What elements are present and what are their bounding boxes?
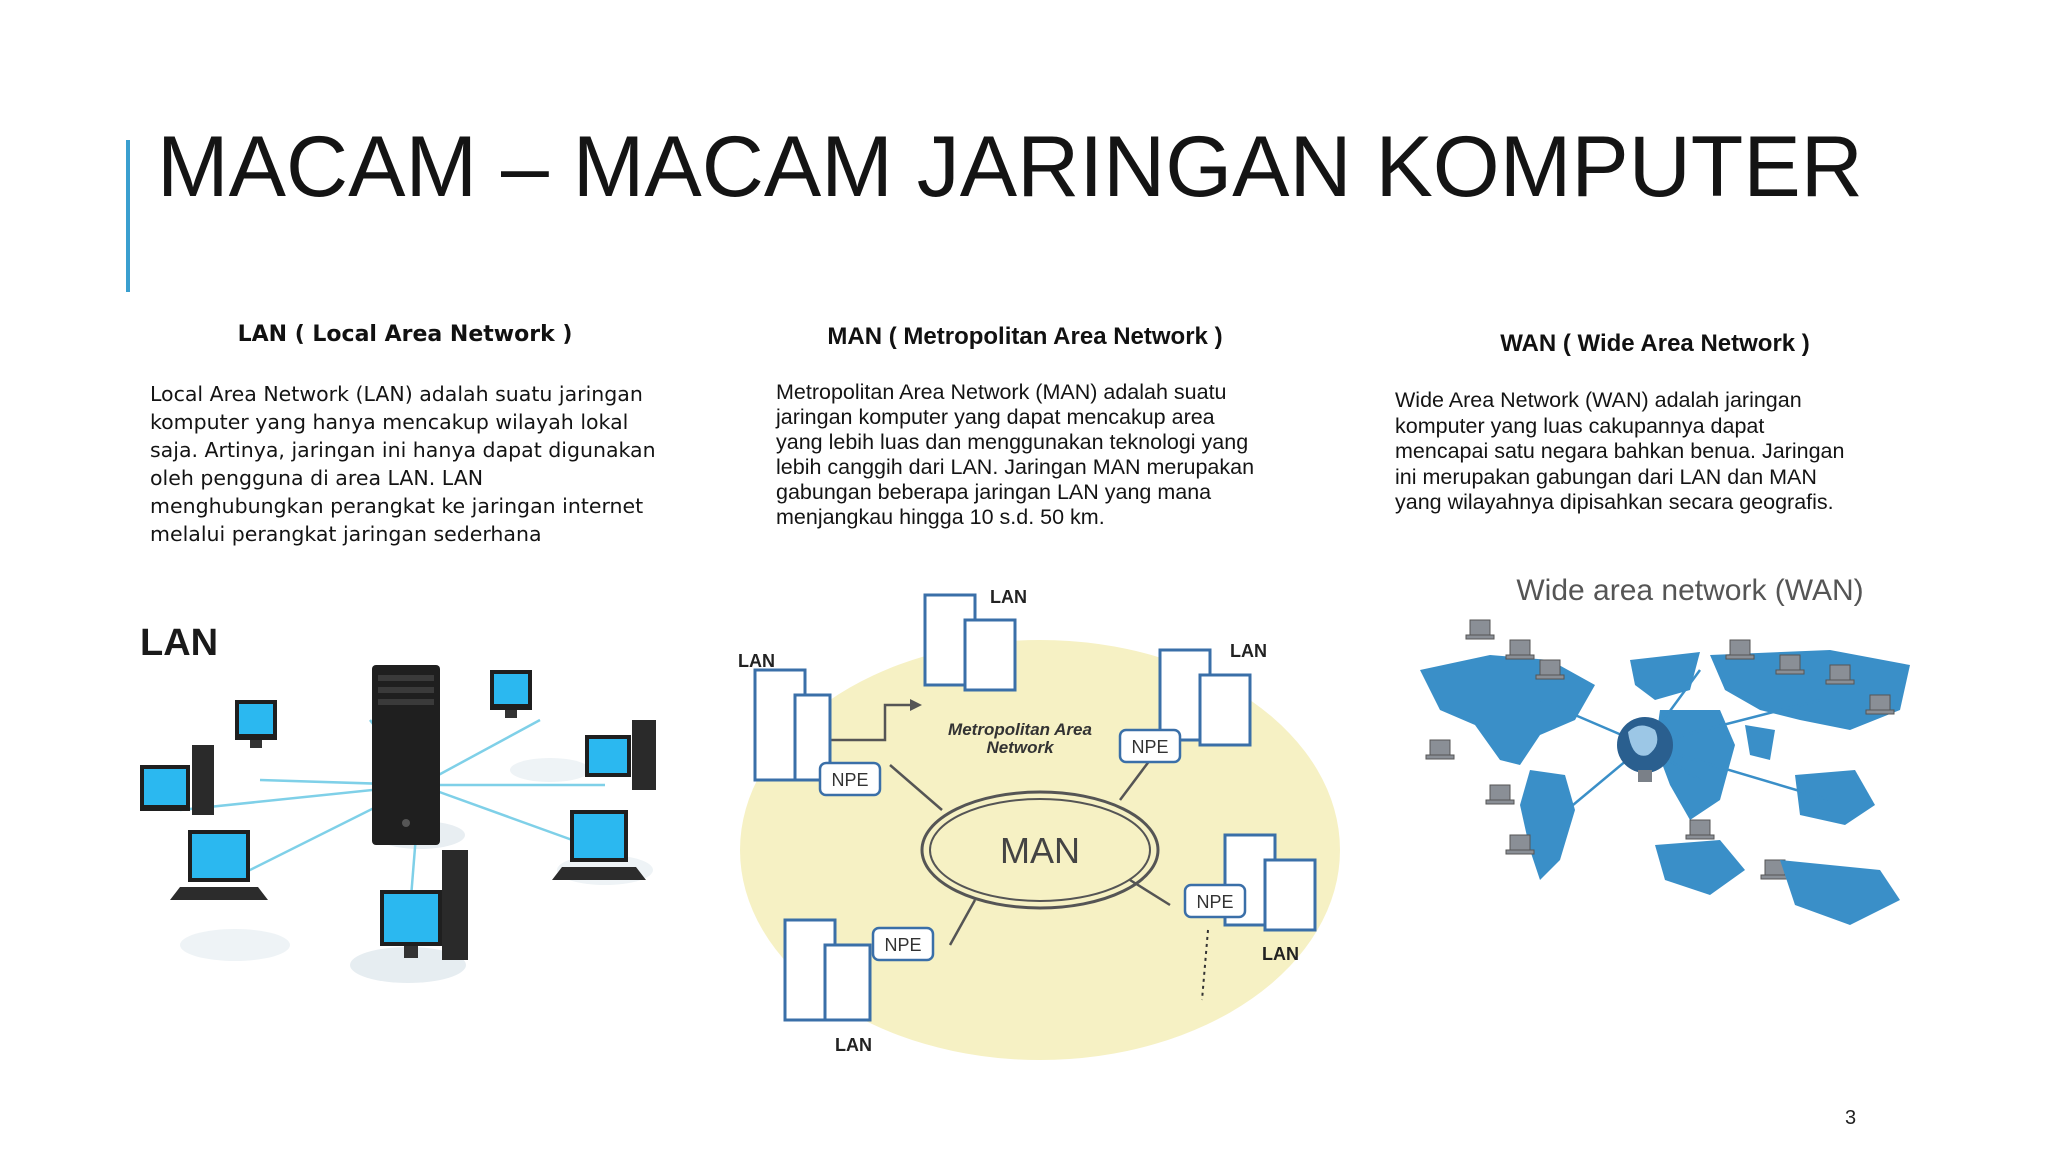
computer-icon — [380, 850, 468, 960]
computer-icon — [490, 670, 532, 718]
laptop-icon — [170, 830, 268, 900]
wan-line: mencapai satu negara bahkan benua. Jarin… — [1395, 439, 1845, 463]
npe-label: NPE — [884, 935, 921, 955]
npe-box: NPE — [818, 761, 882, 797]
laptop-icon — [1725, 639, 1755, 660]
man-line: yang lebih luas dan menggunakan teknolog… — [776, 430, 1249, 454]
npe-box: NPE — [1183, 883, 1247, 919]
computer-icon — [585, 720, 656, 790]
lan-server-icon — [783, 918, 872, 1022]
title-accent-bar — [126, 140, 130, 292]
lan-line: saja. Artinya, jaringan ini hanya dapat … — [150, 438, 656, 462]
laptop-icon — [1425, 739, 1455, 760]
page-number: 3 — [1845, 1107, 1857, 1129]
wan-line: yang wilayahnya dipisahkan secara geogra… — [1395, 490, 1834, 514]
man-ring — [920, 790, 1160, 910]
laptop-icon — [1485, 784, 1515, 805]
man-description: Metropolitan Area Network (MAN) adalah s… — [776, 380, 1316, 530]
man-center-label: MAN — [1000, 830, 1080, 871]
man-heading: MAN ( Metropolitan Area Network ) — [827, 323, 1223, 350]
man-line: jaringan komputer yang dapat mencakup ar… — [776, 405, 1215, 429]
computer-icon — [235, 700, 277, 748]
npe-box: NPE — [1118, 728, 1182, 764]
lan-label: LAN — [835, 1035, 872, 1055]
laptop-icon — [1465, 619, 1495, 640]
npe-label: NPE — [831, 770, 868, 790]
man-line: Metropolitan Area Network (MAN) adalah s… — [776, 380, 1227, 404]
lan-heading: LAN ( Local Area Network ) — [237, 322, 573, 347]
lan-server-icon — [1158, 648, 1252, 747]
lan-line: Local Area Network (LAN) adalah suatu ja… — [150, 382, 643, 406]
lan-label: LAN — [738, 651, 775, 671]
lan-diagram: LAN — [140, 625, 670, 1025]
globe-icon — [1617, 717, 1673, 782]
laptop-icon — [1775, 654, 1805, 675]
man-line: gabungan beberapa jaringan LAN yang mana — [776, 480, 1212, 504]
computer-icon — [140, 745, 214, 815]
man-diagram: MAN Metropolitan Area Network — [720, 575, 1360, 1075]
wan-line: Wide Area Network (WAN) adalah jaringan — [1395, 388, 1802, 412]
wan-description: Wide Area Network (WAN) adalah jaringan … — [1395, 388, 1925, 516]
laptop-icon — [1535, 659, 1565, 680]
metro-area-label-2: Network — [986, 738, 1055, 757]
npe-box: NPE — [871, 926, 935, 962]
npe-label: NPE — [1131, 737, 1168, 757]
wan-heading: WAN ( Wide Area Network ) — [1500, 330, 1810, 357]
man-diagram-svg: MAN Metropolitan Area Network — [738, 587, 1340, 1060]
lan-line: melalui perangkat jaringan sederhana — [150, 522, 542, 546]
lan-line: komputer yang hanya mencakup wilayah lok… — [150, 410, 629, 434]
metro-area-label-1: Metropolitan Area — [948, 720, 1092, 739]
lan-server-icon — [1223, 833, 1317, 932]
world-map-south — [1655, 840, 1900, 925]
lan-diagram-svg: LAN — [140, 625, 656, 983]
man-line: menjangkau hingga 10 s.d. 50 km. — [776, 505, 1105, 529]
lan-label: LAN — [990, 587, 1027, 607]
lan-figure-label: LAN — [140, 625, 218, 664]
lan-server-icon — [923, 593, 1017, 692]
lan-description: Local Area Network (LAN) adalah suatu ja… — [150, 380, 690, 548]
laptop-icon — [1505, 639, 1535, 660]
lan-building-icon — [753, 668, 832, 782]
slide-title: MACAM – MACAM JARINGAN KOMPUTER — [157, 119, 1863, 215]
wan-line: komputer yang luas cakupannya dapat — [1395, 413, 1765, 438]
laptop-icon — [552, 810, 646, 880]
laptop-icon — [1505, 834, 1535, 855]
man-line: lebih canggih dari LAN. Jaringan MAN mer… — [776, 455, 1255, 479]
lan-label: LAN — [1230, 641, 1267, 661]
lan-label: LAN — [1262, 944, 1299, 964]
world-map — [1420, 650, 1910, 880]
laptop-icon — [1865, 694, 1895, 715]
wan-line: ini merupakan gabungan dari LAN dan MAN — [1395, 464, 1817, 489]
lan-line: oleh pengguna di area LAN. LAN — [150, 466, 484, 490]
npe-label: NPE — [1196, 892, 1233, 912]
laptop-icon — [1685, 819, 1715, 840]
server-tower-icon — [372, 665, 440, 845]
laptop-icon — [1825, 664, 1855, 685]
wan-diagram-svg: Wide area network (WAN) — [1420, 574, 1910, 925]
lan-line: menghubungkan perangkat ke jaringan inte… — [150, 494, 644, 518]
wan-diagram: Wide area network (WAN) — [1400, 560, 1950, 1000]
wan-figure-title: Wide area network (WAN) — [1516, 574, 1863, 607]
